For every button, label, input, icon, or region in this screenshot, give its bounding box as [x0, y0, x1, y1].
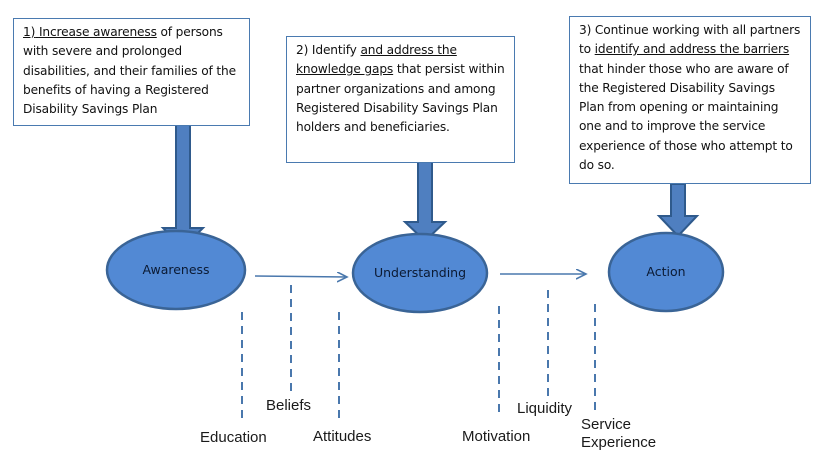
goal-2-text: that persist within partner organization…	[296, 62, 505, 135]
factor-beliefs-label: Beliefs	[266, 397, 312, 414]
goal-1-highlight: Increase awareness	[38, 25, 157, 39]
goal-3-down-arrow	[656, 183, 700, 238]
factor-attitudes-label: Attitudes	[313, 428, 372, 445]
factor-motivation-label: Motivation	[462, 428, 531, 445]
awareness-to-understanding-arrow	[254, 276, 347, 277]
goal-3-box: 3) Continue working with all partners to…	[569, 16, 811, 184]
goal-2-highlight: and address the knowledge gaps	[296, 43, 457, 77]
goal-1-number: 1)	[23, 25, 36, 39]
stage-action-label: Action	[646, 264, 686, 279]
factor-service-experience-label: Service Experience	[581, 416, 657, 451]
goal-1-box: 1) Increase awareness of persons with se…	[13, 18, 250, 126]
factor-liquidity-label: Liquidity	[517, 400, 573, 417]
factor-education-label: Education	[200, 429, 267, 446]
goal-1-text: of persons with severe and prolonged dis…	[23, 25, 236, 117]
goal-3-text: that hinder those who are aware of the R…	[579, 61, 793, 173]
stage-understanding-node	[351, 232, 489, 314]
stage-awareness-label: Awareness	[142, 262, 210, 277]
goal-1-down-arrow	[160, 124, 206, 250]
goal-2-box: 2) Identify and address the knowledge ga…	[286, 36, 515, 163]
goal-2-number: 2) Identify	[296, 43, 357, 57]
goal-3-number: 3) Continue working with all partners to	[579, 23, 801, 57]
goal-3-highlight: identify and address the barriers	[594, 42, 790, 57]
stage-action-node	[607, 231, 725, 313]
stage-awareness-node	[105, 229, 247, 311]
stage-understanding-label: Understanding	[373, 265, 467, 280]
